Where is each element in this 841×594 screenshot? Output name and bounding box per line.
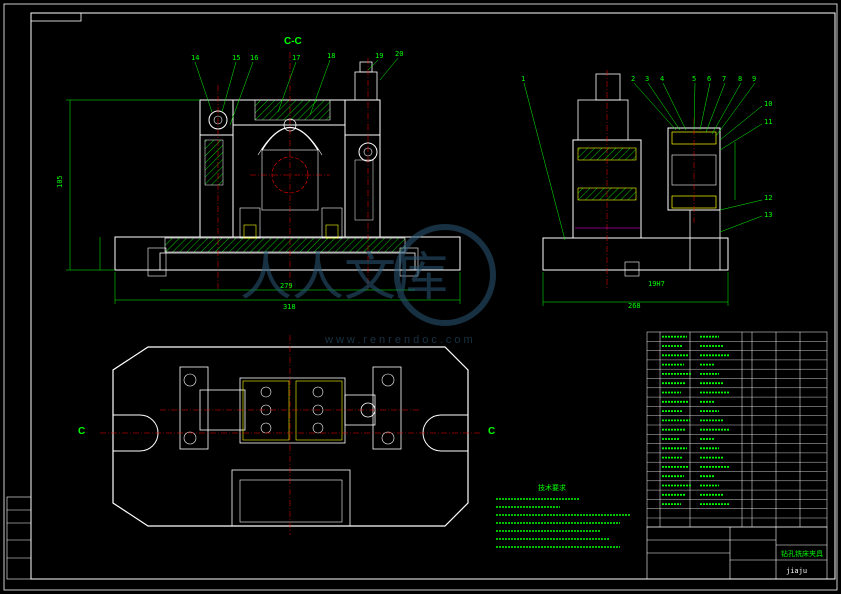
section-mark-right: C xyxy=(488,426,495,437)
side-view xyxy=(542,70,729,290)
parts-list-rows xyxy=(647,341,827,519)
part-14: 14 xyxy=(191,54,199,62)
part-16: 16 xyxy=(250,54,258,62)
part-s8: 8 xyxy=(738,75,742,83)
tech-requirements-lines xyxy=(496,498,630,548)
part-s6: 6 xyxy=(707,75,711,83)
section-title: C-C xyxy=(284,36,302,47)
part-s1: 1 xyxy=(521,75,525,83)
dim-height: 105 xyxy=(56,175,64,188)
fit-note: 19H7 xyxy=(648,280,665,288)
side-dimensions xyxy=(542,142,736,306)
part-19: 19 xyxy=(375,52,383,60)
part-s3: 3 xyxy=(645,75,649,83)
part-s10: 10 xyxy=(764,100,772,108)
front-leaders xyxy=(194,57,399,126)
part-s11: 11 xyxy=(764,118,772,126)
part-18: 18 xyxy=(327,52,335,60)
part-20: 20 xyxy=(395,50,403,58)
left-binding-strip xyxy=(6,496,32,580)
part-s13: 13 xyxy=(764,211,772,219)
watermark: 人人文库 www.renrendoc.com xyxy=(240,224,496,346)
svg-text:人人文库: 人人文库 xyxy=(240,249,448,307)
parts-list-fill xyxy=(662,335,729,506)
dim-width-inner: 279 xyxy=(280,282,293,290)
dim-width-outer: 318 xyxy=(283,303,296,311)
part-17: 17 xyxy=(292,54,300,62)
part-s5: 5 xyxy=(692,75,696,83)
part-name: 钻孔铣床夹具 xyxy=(781,549,823,558)
drawing-code: jiaju xyxy=(786,567,807,575)
part-s12: 12 xyxy=(764,194,772,202)
part-s7: 7 xyxy=(722,75,726,83)
part-s2: 2 xyxy=(631,75,635,83)
part-s9: 9 xyxy=(752,75,756,83)
side-leaders xyxy=(523,82,763,241)
corner-code-box xyxy=(30,12,82,22)
outer-border xyxy=(3,3,838,591)
part-s4: 4 xyxy=(660,75,664,83)
dim-side-width: 268 xyxy=(628,302,641,310)
plan-view xyxy=(100,335,480,535)
title-block xyxy=(646,526,828,580)
drawing-frame xyxy=(30,12,836,580)
tech-requirements-title: 技术要求 xyxy=(538,483,566,492)
section-mark-left: C xyxy=(78,426,85,437)
part-15: 15 xyxy=(232,54,240,62)
svg-text:www.renrendoc.com: www.renrendoc.com xyxy=(324,334,476,346)
